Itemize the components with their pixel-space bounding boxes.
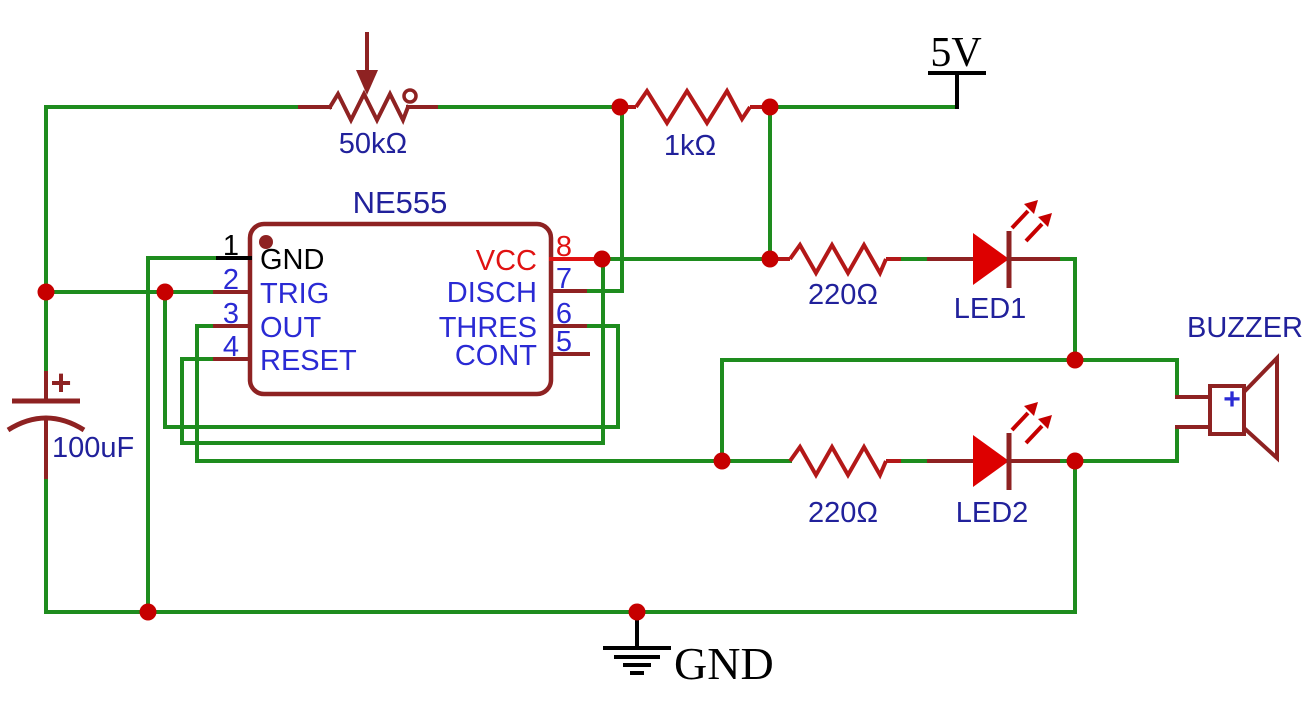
ic-pin4-number: 4 (223, 331, 239, 363)
ic-title: NE555 (353, 185, 448, 220)
wire-led2-cathode-to-rail (1056, 459, 1077, 614)
ic-pin3-number: 3 (223, 298, 239, 330)
ic-pin8-number: 8 (556, 231, 572, 263)
led2[interactable]: LED2 (927, 402, 1060, 529)
r3-zigzag (788, 442, 888, 480)
buzzer-label: BUZZER (1187, 312, 1303, 344)
r2-value-label: 220Ω (808, 279, 878, 311)
led1-light-arrow2-shaft (1024, 222, 1044, 243)
wire-trig-to-thres (163, 290, 620, 429)
r2-zigzag (788, 240, 888, 278)
led1-light-arrow2-head-icon (1038, 213, 1052, 227)
wire-led1-cathode (1056, 257, 1077, 362)
junction-cap-trig (37, 283, 55, 301)
wire-pot-to-trig-left (44, 105, 302, 294)
r1-value-label: 1kΩ (664, 130, 716, 162)
junction-trig-thres (156, 283, 174, 301)
junction-vcc-r2 (761, 250, 779, 268)
ic-pin2-number: 2 (223, 264, 239, 296)
wire-buzzer-minus (1073, 425, 1179, 463)
ic-pin5-number: 5 (556, 326, 572, 358)
ic-pin1-marker-icon (259, 235, 273, 249)
led2-light-arrow2-head-icon (1038, 415, 1052, 429)
junction-out-node (713, 452, 731, 470)
buzzer[interactable]: + BUZZER (1175, 312, 1303, 463)
resistor-220-led2[interactable]: 220Ω (788, 442, 901, 529)
buzzer-horn-icon (1242, 353, 1279, 463)
junction-r1-right (761, 98, 779, 116)
pot-zigzag (327, 89, 411, 125)
gnd-label: GND (674, 638, 774, 689)
junction-gnd-symbol (628, 603, 646, 621)
ic-pin1-name: GND (260, 244, 324, 276)
wire-out-link (195, 324, 724, 463)
power-5v-symbol[interactable]: 5V (928, 30, 986, 109)
resistor-1k[interactable]: 1kΩ (624, 87, 766, 162)
pot-terminal-circle-icon (402, 88, 418, 104)
led2-light-arrow2-shaft (1024, 424, 1044, 445)
ic-pin7-name: DISCH (447, 277, 537, 309)
r1-zigzag (634, 87, 752, 127)
ic-body[interactable] (247, 221, 554, 397)
wire-gndpin-to-rail (146, 256, 220, 614)
ic-pin3-name: OUT (260, 312, 322, 344)
junction-r1-left (611, 98, 629, 116)
junction-led2-buzzer (1066, 452, 1084, 470)
ic-pin6-name: THRES (439, 312, 537, 344)
potentiometer-50k[interactable]: 50kΩ (298, 32, 438, 160)
ic-pin1-number: 1 (223, 230, 239, 262)
buzzer-body (1208, 384, 1246, 436)
junction-led1-buzzer (1066, 351, 1084, 369)
led1-triangle-icon (973, 233, 1009, 285)
wire-reset-to-vcc (180, 259, 605, 445)
r3-value-label: 220Ω (808, 497, 878, 529)
pot-value-label: 50kΩ (339, 128, 407, 160)
wire-ground-rail (44, 475, 1077, 614)
junction-dots (37, 98, 1084, 621)
led2-label: LED2 (956, 497, 1029, 529)
capacitor-100uf[interactable]: + 100uF (6, 362, 134, 479)
junction-gndpin-rail (139, 603, 157, 621)
ic-pin6-number: 6 (556, 298, 572, 330)
ic-pin8-name: VCC (476, 245, 537, 277)
ground-symbol[interactable]: GND (603, 610, 774, 689)
junction-vcc-reset (593, 250, 611, 268)
pot-wiper-arrowhead-icon (356, 70, 378, 95)
led1-light-arrow1-shaft (1010, 209, 1030, 230)
power-5v-label: 5V (930, 30, 981, 76)
ic-pin4-name: RESET (260, 345, 357, 377)
ic-pin5-name: CONT (455, 340, 537, 372)
cap-polarity-plus: + (50, 362, 71, 403)
wire-disch-to-r1 (583, 105, 624, 293)
led1[interactable]: LED1 (927, 200, 1060, 325)
led2-triangle-icon (973, 435, 1009, 487)
led2-light-arrow1-shaft (1010, 411, 1030, 432)
ic-pin2-name: TRIG (260, 278, 329, 310)
ic-ne555[interactable]: NE555 1 2 3 4 8 7 6 5 GND TRIG OUT RESET… (213, 185, 594, 397)
led2-light-arrow1-head-icon (1024, 402, 1038, 416)
led1-light-arrow1-head-icon (1024, 200, 1038, 214)
buzzer-polarity-plus: + (1223, 383, 1241, 416)
wire-outnode-to-buzzer-plus (720, 358, 1179, 463)
resistor-220-led1[interactable]: 220Ω (778, 240, 901, 311)
led1-label: LED1 (954, 293, 1027, 325)
wires (44, 105, 1179, 614)
cap-value-label: 100uF (52, 432, 134, 464)
ic-pin7-number: 7 (556, 263, 572, 295)
